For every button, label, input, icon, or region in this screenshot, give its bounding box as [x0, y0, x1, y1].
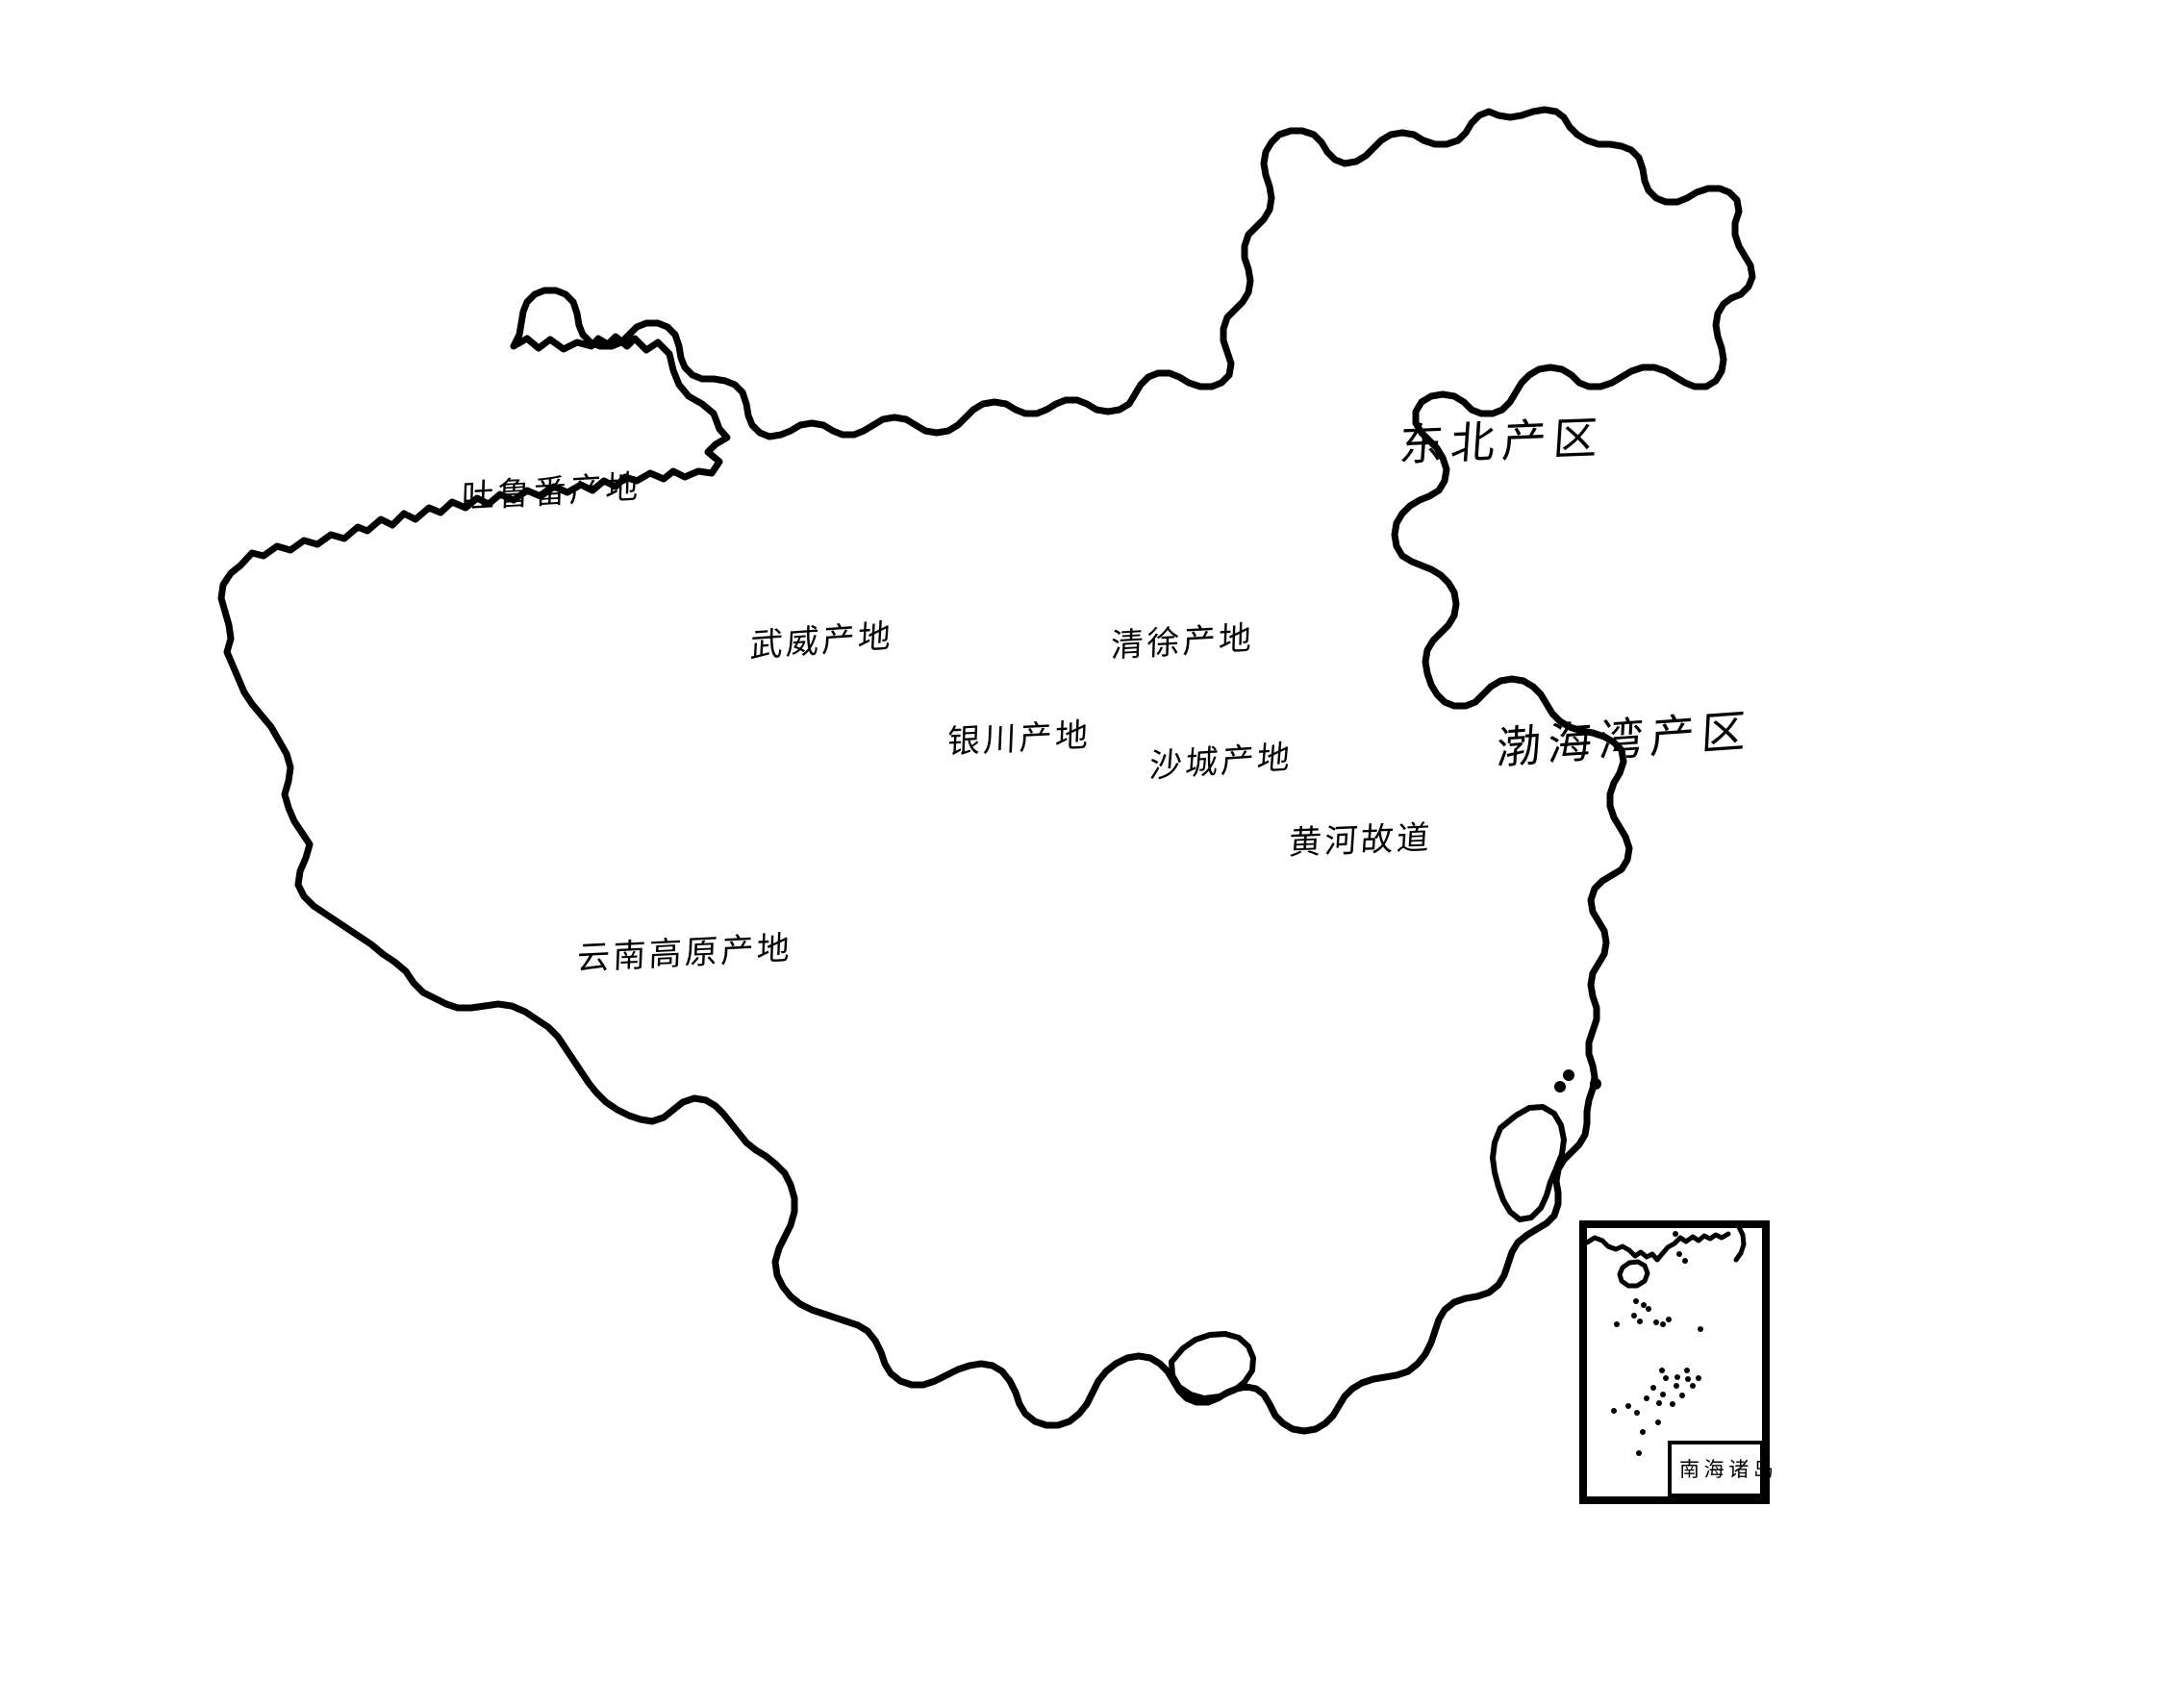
offshore-island-dot — [1563, 1069, 1574, 1081]
inset-south-coast-path — [1584, 1231, 1731, 1263]
label-yinchuan-production-area: 银川产地 — [946, 716, 1093, 763]
inset-caption-box — [1668, 1441, 1764, 1497]
inset-island-dots-group — [1611, 1231, 1703, 1456]
label-yunnan-plateau-production-area: 云南高原产地 — [576, 928, 793, 979]
inset-taiwan-path — [1733, 1224, 1747, 1263]
label-shacheng-production-area: 沙城产地 — [1147, 738, 1295, 787]
label-northeast-production-zone: 东北产区 — [1397, 411, 1607, 472]
inset-caption-label: 南海诸岛 — [1679, 1458, 1778, 1481]
label-qingxu-production-area: 清徐产地 — [1110, 618, 1256, 666]
south-china-sea-inset — [1579, 1220, 1770, 1504]
label-yellow-river-old-course: 黄河故道 — [1287, 818, 1434, 864]
label-wuwei-production-area: 武威产地 — [748, 616, 895, 666]
hainan-island-path — [1169, 1331, 1256, 1401]
inset-hainan-path — [1617, 1259, 1650, 1289]
mainland-coastline-path — [217, 106, 1756, 1435]
offshore-island-dots-group — [1554, 1069, 1601, 1093]
label-turpan-production-area: 吐鲁番产地 — [461, 467, 642, 517]
taiwan-island-path — [1490, 1104, 1567, 1222]
offshore-island-dot — [1590, 1078, 1601, 1090]
inset-frame-rect — [1579, 1220, 1770, 1504]
offshore-island-dot — [1554, 1081, 1566, 1093]
mainland-outline-group — [217, 106, 1756, 1435]
